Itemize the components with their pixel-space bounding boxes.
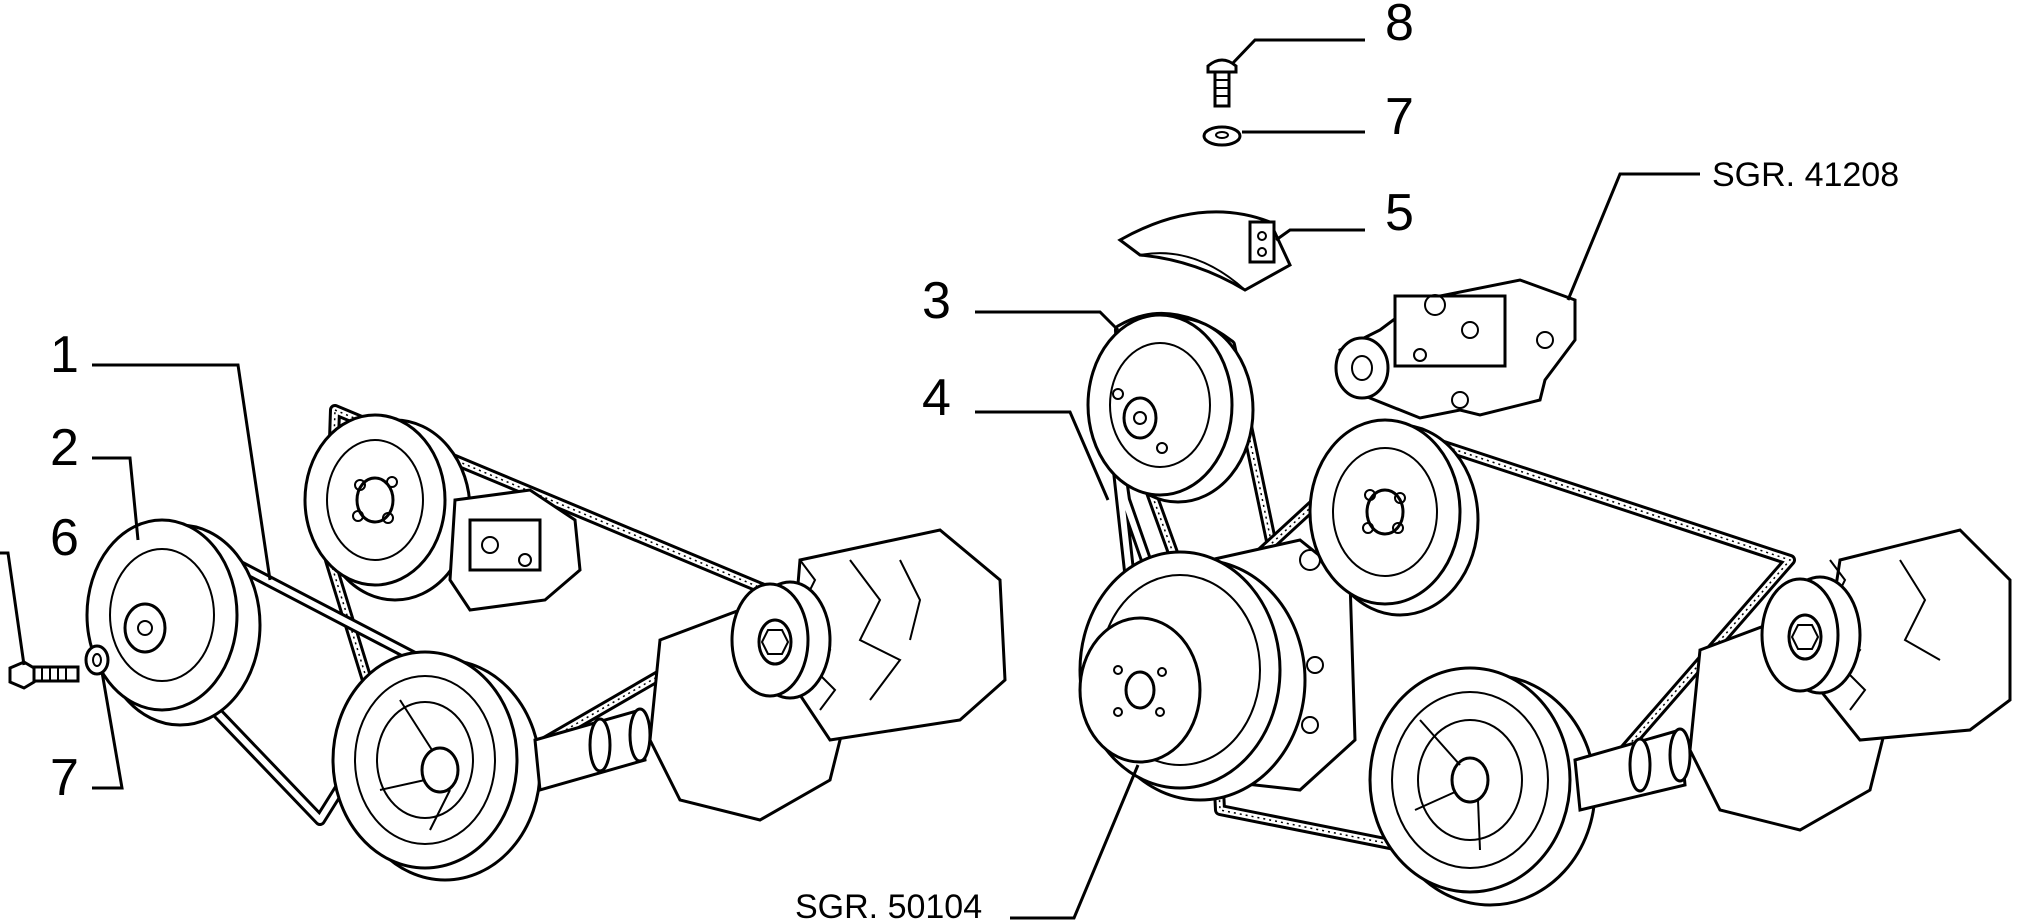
callout-7-right: 7: [1385, 88, 1414, 146]
callout-5: 5: [1385, 184, 1414, 242]
right-upper-pulley: [1086, 313, 1255, 504]
right-shaft: [1573, 727, 1692, 812]
callout-4: 4: [922, 369, 951, 427]
left-alternator: [648, 528, 1007, 822]
ac-compressor: [1078, 538, 1357, 802]
left-upper-pulley: [303, 413, 472, 602]
washer-7-left: [84, 644, 110, 676]
leader-8: [1230, 38, 1365, 66]
callout-2: 2: [50, 419, 79, 477]
left-lower-pulley: [331, 650, 542, 882]
right-lower-pulley: [1368, 666, 1597, 907]
callout-8: 8: [1385, 0, 1414, 52]
right-alternator: [1688, 528, 2012, 832]
power-steering-pump: [1334, 278, 1577, 420]
callout-1: 1: [50, 326, 79, 384]
left-belt-assembly: [8, 404, 1007, 882]
callout-3: 3: [922, 272, 951, 330]
right-middle-pulley: [1308, 418, 1480, 617]
crankshaft-pulley-2: [85, 518, 262, 727]
leader-pump-ref: [1566, 172, 1700, 301]
bolt-6: [8, 660, 80, 690]
left-shaft: [533, 707, 652, 792]
leader-7-left: [92, 671, 124, 790]
leader-1: [92, 363, 272, 581]
leader-3: [975, 310, 1120, 332]
leader-4: [975, 410, 1110, 501]
leader-6: [0, 551, 26, 666]
bolt-8: [1206, 58, 1238, 108]
right-alternator-pulley: [1760, 575, 1862, 695]
leader-lines: [0, 38, 1700, 920]
leader-compressor-ref: [1010, 764, 1140, 920]
leader-5: [1275, 228, 1365, 242]
reference-pump: SGR. 41208: [1712, 156, 1899, 194]
reference-compressor: SGR. 50104: [795, 888, 982, 921]
left-alternator-pulley: [730, 580, 832, 700]
washer-7-right: [1202, 125, 1242, 147]
left-pump-body: [448, 488, 582, 612]
callout-7-left: 7: [50, 749, 79, 807]
callout-6: 6: [50, 509, 79, 567]
leader-2: [92, 456, 140, 541]
right-belt-assembly: [1078, 58, 2012, 907]
belt-guard-5: [1117, 210, 1292, 292]
